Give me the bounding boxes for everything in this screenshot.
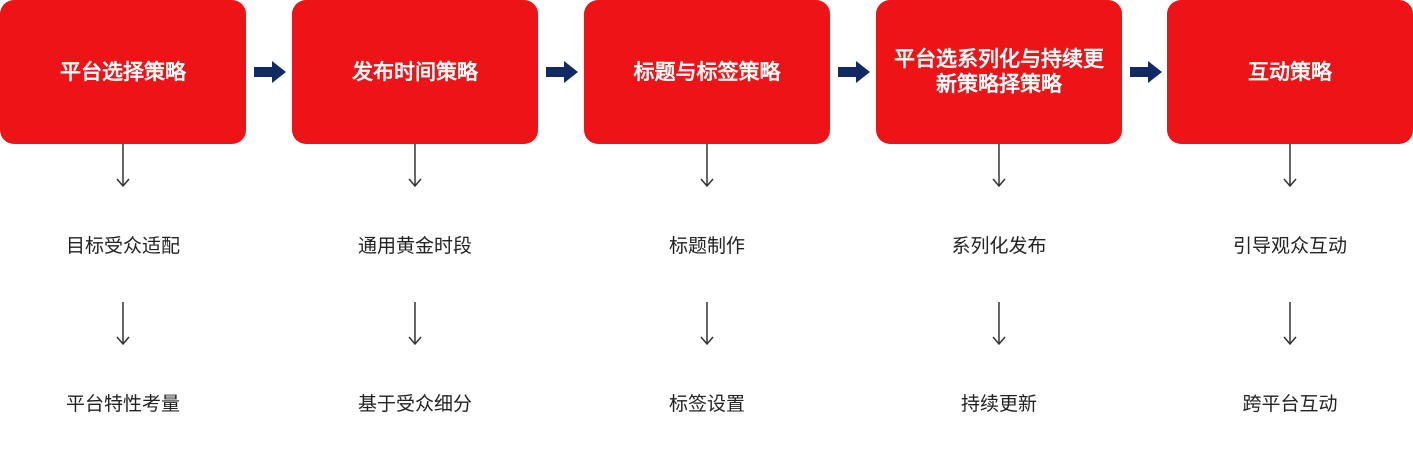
step-item: 目标受众适配: [65, 235, 180, 257]
down-arrow-icon: [992, 144, 1006, 188]
down-arrow-icon: [1283, 144, 1297, 188]
step-item: 跨平台互动: [1242, 393, 1338, 415]
right-arrow-icon: [254, 61, 286, 83]
step-box-interaction: 互动策略: [1167, 0, 1413, 144]
step-box-series-update: 平台选系列化与持续更新策略择策略: [876, 0, 1122, 144]
step-box-title-tags: 标题与标签策略: [584, 0, 830, 144]
step-title: 互动策略: [1248, 59, 1332, 84]
down-arrow-icon: [700, 144, 714, 188]
step-item: 通用黄金时段: [357, 235, 472, 257]
right-arrow-icon: [838, 61, 870, 83]
step-title: 标题与标签策略: [633, 59, 781, 84]
down-arrow-icon: [408, 302, 422, 346]
right-arrow-icon: [1130, 61, 1162, 83]
right-arrow-icon: [546, 61, 578, 83]
step-item: 标题制作: [668, 235, 745, 257]
down-arrow-icon: [1283, 302, 1297, 346]
step-box-platform-selection: 平台选择策略: [0, 0, 246, 144]
step-title: 发布时间策略: [352, 59, 478, 84]
down-arrow-icon: [116, 302, 130, 346]
step-title: 平台选系列化与持续更新策略择策略: [894, 47, 1104, 96]
step-item: 引导观众互动: [1232, 235, 1347, 257]
down-arrow-icon: [116, 144, 130, 188]
step-item: 基于受众细分: [357, 393, 472, 415]
down-arrow-icon: [700, 302, 714, 346]
down-arrow-icon: [992, 302, 1006, 346]
step-item: 系列化发布: [951, 235, 1047, 257]
step-title: 平台选择策略: [60, 59, 186, 84]
step-item: 标签设置: [668, 393, 745, 415]
down-arrow-icon: [408, 144, 422, 188]
step-item: 持续更新: [960, 393, 1037, 415]
step-box-publish-time: 发布时间策略: [292, 0, 538, 144]
step-item: 平台特性考量: [65, 393, 180, 415]
